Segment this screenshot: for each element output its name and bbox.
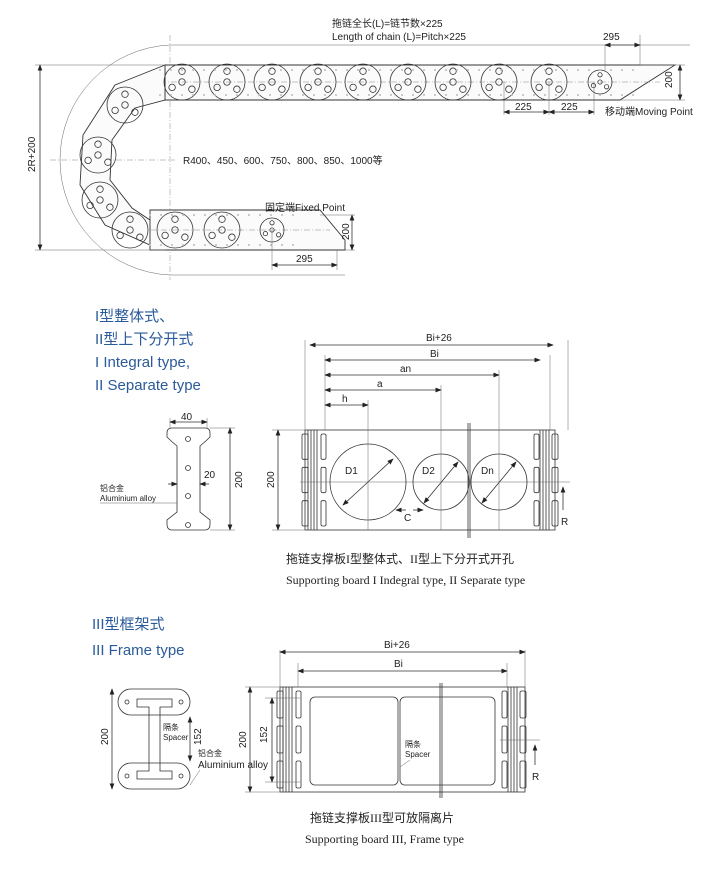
chain-link [79,136,117,174]
chain-link [253,63,291,101]
radius-r-label: R [561,517,568,528]
frame-profile-bottom [117,762,191,790]
frame-profile-i-beam [136,698,173,780]
section2-caption-en: Supporting board III, Frame type [305,832,464,846]
chain-link [434,63,472,101]
length-label-en: Length of chain (L)=Pitch×225 [332,32,466,43]
chain-link [203,211,241,249]
dim-h: h [342,394,348,405]
section-integral-separate: I型整体式、 II型上下分开式 I Integral type, II Sepa… [95,308,570,587]
section1-title-en-1: I Integral type, [95,354,190,371]
fixed-point-label: 固定端Fixed Point [265,201,345,214]
integral-board: D1 D2 Dn C R Bi+26 Bi an a h [266,333,570,538]
frame-dim-bi-plus-26: Bi+26 [384,640,410,651]
hole-d2-label: D2 [422,466,435,477]
frame-profile-spacer-cn: 隔条 [163,722,179,732]
section1-title-cn-1: I型整体式、 [95,308,174,325]
section2-caption-cn: 拖链支撑板III型可放隔离片 [310,810,454,825]
frame-profile-material-cn: 铝合金 [198,748,222,758]
chain-link [156,211,194,249]
frame-board-spacer-en: Spacer [405,750,431,759]
section1-caption-en: Supporting board I Indegral type, II Sep… [286,573,525,587]
dim-200-fixed: 200 [341,223,352,240]
frame-board-dim-200: 200 [238,731,249,748]
chain-link [208,63,246,101]
board-dim-200: 200 [266,471,277,488]
side-rails [301,430,559,530]
dim-bi-plus-26: Bi+26 [426,333,452,344]
frame-dim-bi: Bi [394,659,403,670]
section1-caption-cn: 拖链支撑板I型整体式、II型上下分开式开孔 [286,551,514,566]
dim-an: an [400,364,411,375]
frame-board-dim-152: 152 [259,726,270,743]
section2-title-en: III Frame type [92,642,185,659]
i-profile-shape [166,427,211,531]
dim-225-a: 225 [515,102,532,113]
section-frame-type: III型框架式 III Frame type 200 152 隔条 Spacer… [92,616,540,846]
chain-link [81,181,119,219]
chain-link [344,63,382,101]
dim-200-right: 200 [664,71,675,88]
frame-board: 隔条 Spacer R Bi+26 Bi 200 152 [238,640,540,798]
hole-dn-label: Dn [481,466,494,477]
dim-bi: Bi [430,349,439,360]
length-label-cn: 拖链全长(L)=链节数×225 [332,17,443,30]
height-label-2r200: 2R+200 [27,136,38,172]
gap-c-label: C [404,513,411,524]
frame-profile-spacer-en: Spacer [163,733,189,742]
dim-295-top: 295 [603,32,620,43]
moving-point-label: 移动端Moving Point [605,105,693,118]
frame-board-spacer-cn: 隔条 [405,739,421,749]
chain-link [480,63,518,101]
side-rails [276,687,527,792]
section2-title-cn: III型框架式 [92,616,165,633]
drag-chain-drawing: 295 拖链全长(L)=链节数×225 Length of chain (L)=… [27,17,693,280]
frame-profile-dim-152: 152 [193,728,204,745]
frame-window-right [399,696,496,786]
section1-title-en-2: II Separate type [95,377,201,394]
profile-material-en: Aluminium alloy [100,494,156,503]
profile-dim-200: 200 [234,471,245,488]
hole-d1-label: D1 [345,466,358,477]
profile-material-cn: 铝合金 [100,483,124,493]
chain-link [111,211,149,249]
frame-profile-dim-200: 200 [100,728,111,745]
chain-link [389,63,427,101]
frame-profile-material-en: Aluminium alloy [198,760,268,771]
chain-link [106,86,144,124]
frame-profile-top [117,688,191,716]
profile-dim-40: 40 [181,412,193,423]
chain-links [79,63,634,249]
bend-envelope [59,44,690,276]
section1-title-cn-2: II型上下分开式 [95,331,193,348]
dim-295-bottom: 295 [296,254,313,265]
frame-radius-r-label: R [532,772,539,783]
chain-link [299,63,337,101]
frame-window-left [309,696,399,786]
chain-link [163,63,201,101]
dim-a: a [377,379,383,390]
dim-225-b: 225 [561,102,578,113]
profile-dim-20: 20 [204,470,216,481]
radius-options-label: R400、450、600、750、800、850、1000等 [183,154,383,167]
